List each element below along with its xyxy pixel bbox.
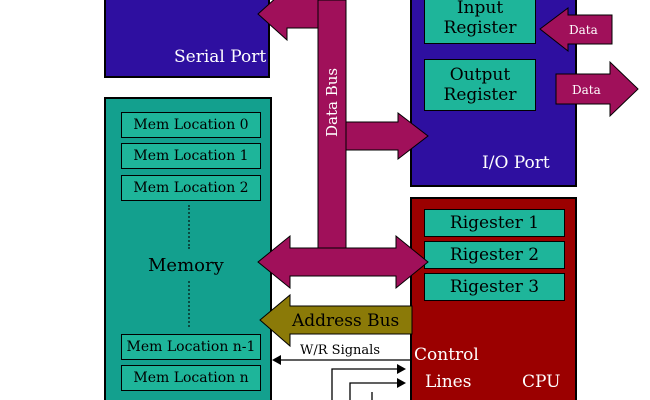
memory-block: Mem Location 0 Mem Location 1 Mem Locati… bbox=[104, 97, 272, 400]
input-register: Input Register bbox=[424, 0, 536, 44]
output-register: Output Register bbox=[424, 59, 536, 111]
output-register-line1: Output bbox=[449, 65, 511, 85]
data-bus-to-io-arrow bbox=[345, 111, 429, 161]
mem-location-1: Mem Location 1 bbox=[121, 143, 261, 169]
data-bus-to-serial-arrow bbox=[257, 0, 319, 42]
output-register-line2: Register bbox=[443, 85, 517, 105]
ellipsis-dots-top bbox=[188, 205, 190, 249]
control-line-2 bbox=[349, 382, 398, 400]
input-register-line2: Register bbox=[443, 18, 517, 38]
control-lines-label-line1: Control bbox=[414, 345, 479, 365]
ellipsis-dots-bottom bbox=[188, 281, 190, 327]
data-bus-memory-cpu-arrow bbox=[257, 234, 429, 290]
data-out-label: Data bbox=[572, 83, 601, 97]
address-bus-arrow bbox=[259, 293, 413, 348]
io-port-title: I/O Port bbox=[482, 153, 550, 173]
cpu-block: Rigester 1 Rigester 2 Rigester 3 Control… bbox=[410, 197, 577, 400]
memory-title: Memory bbox=[148, 255, 224, 276]
wr-signals-label: W/R Signals bbox=[300, 343, 380, 358]
register-2: Rigester 2 bbox=[424, 241, 565, 269]
input-register-line1: Input bbox=[456, 0, 504, 18]
address-bus-label: Address Bus bbox=[291, 311, 399, 331]
register-3: Rigester 3 bbox=[424, 273, 565, 301]
mem-location-0: Mem Location 0 bbox=[121, 112, 261, 138]
cpu-title: CPU bbox=[522, 372, 561, 392]
mem-location-n-1: Mem Location n-1 bbox=[121, 334, 261, 360]
mem-location-n: Mem Location n bbox=[121, 365, 261, 391]
serial-port-title: Serial Port bbox=[174, 47, 267, 67]
control-line-1 bbox=[331, 368, 398, 400]
data-out-arrow bbox=[555, 60, 639, 118]
mem-location-2: Mem Location 2 bbox=[121, 175, 261, 201]
control-lines-label-line2: Lines bbox=[425, 372, 472, 392]
serial-port-block: Serial Port bbox=[104, 0, 270, 78]
data-in-label: Data bbox=[569, 23, 598, 37]
data-in-arrow bbox=[539, 7, 613, 53]
io-port-block: Input Register Output Register I/O Port bbox=[410, 0, 577, 187]
control-line-1-arrowhead bbox=[397, 364, 406, 374]
control-line-2-arrowhead bbox=[397, 378, 406, 388]
wr-signals-arrowhead bbox=[272, 355, 281, 365]
register-1: Rigester 1 bbox=[424, 209, 565, 237]
data-bus-label: Data Bus bbox=[323, 68, 341, 137]
